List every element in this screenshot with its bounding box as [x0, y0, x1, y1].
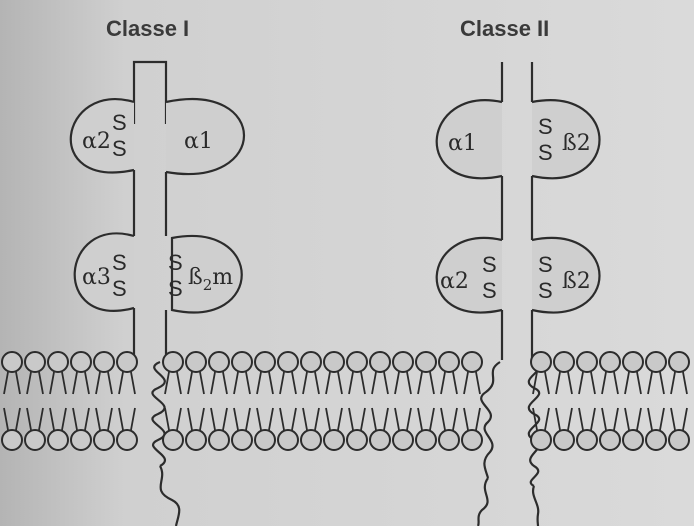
label-class2-alpha2: α2 — [440, 269, 469, 294]
lipid-head-lower — [646, 430, 666, 450]
label-class1-b2m-sub: 2 — [203, 276, 213, 294]
lipid-head-lower — [255, 430, 275, 450]
lipid-head-lower — [554, 430, 574, 450]
lipid-head-lower — [117, 430, 137, 450]
lipid-head-upper — [301, 352, 321, 372]
lipid-head-upper — [278, 352, 298, 372]
class1-ss-upper-2: S — [112, 136, 127, 161]
lipid-head-upper — [25, 352, 45, 372]
class2-ss-lower-left-1: S — [482, 252, 497, 277]
lipid-head-lower — [209, 430, 229, 450]
lipid-head-lower — [577, 430, 597, 450]
lipid-head-lower — [48, 430, 68, 450]
class2-ss-lower-left-2: S — [482, 278, 497, 303]
lipid-head-upper — [255, 352, 275, 372]
lipid-head-lower — [531, 430, 551, 450]
lipid-head-upper — [393, 352, 413, 372]
label-class1-b2m-end: m — [212, 265, 233, 290]
lipid-head-upper — [623, 352, 643, 372]
lipid-head-upper — [577, 352, 597, 372]
lipid-head-upper — [439, 352, 459, 372]
lipid-head-upper — [554, 352, 574, 372]
class2-ss-upper-1: S — [538, 114, 553, 139]
lipid-head-lower — [347, 430, 367, 450]
class2-ss-lower-right-1: S — [538, 252, 553, 277]
lipid-head-lower — [623, 430, 643, 450]
lipid-head-lower — [94, 430, 114, 450]
lipid-head-upper — [370, 352, 390, 372]
class1-ss-lower-left-1: S — [112, 250, 127, 275]
lipid-head-lower — [163, 430, 183, 450]
lipid-head-lower — [2, 430, 22, 450]
lipid-head-lower — [669, 430, 689, 450]
lipid-head-lower — [25, 430, 45, 450]
lipid-head-lower — [324, 430, 344, 450]
label-class2-beta1: ß2 — [562, 131, 591, 156]
class1-ss-lower-right-1: S — [168, 250, 183, 275]
lipid-head-lower — [439, 430, 459, 450]
lipid-head-lower — [186, 430, 206, 450]
lipid-head-lower — [462, 430, 482, 450]
lipid-head-upper — [94, 352, 114, 372]
lipid-head-upper — [416, 352, 436, 372]
class2-ss-lower-right-2: S — [538, 278, 553, 303]
lipid-head-upper — [163, 352, 183, 372]
lipid-head-lower — [416, 430, 436, 450]
title-class1: Classe I — [106, 16, 189, 41]
lipid-head-upper — [347, 352, 367, 372]
class1-ss-lower-right-2: S — [168, 276, 183, 301]
lipid-head-lower — [370, 430, 390, 450]
lipid-head-upper — [186, 352, 206, 372]
class2-ss-upper-2: S — [538, 140, 553, 165]
lipid-head-upper — [669, 352, 689, 372]
lipid-head-upper — [646, 352, 666, 372]
label-class1-alpha1: α1 — [184, 129, 213, 154]
label-class1-b2m-main: ß — [188, 265, 203, 290]
lipid-head-lower — [278, 430, 298, 450]
lipid-head-upper — [209, 352, 229, 372]
lipid-head-upper — [462, 352, 482, 372]
class1-ss-upper-1: S — [112, 110, 127, 135]
lipid-head-lower — [600, 430, 620, 450]
lipid-head-upper — [2, 352, 22, 372]
label-class2-alpha1: α1 — [448, 131, 477, 156]
lipid-head-upper — [48, 352, 68, 372]
title-class2: Classe II — [460, 16, 549, 41]
lipid-head-upper — [71, 352, 91, 372]
label-class2-beta2: ß2 — [562, 269, 591, 294]
lipid-head-lower — [393, 430, 413, 450]
label-class1-alpha2: α2 — [82, 129, 111, 154]
lipid-head-upper — [232, 352, 252, 372]
lipid-head-upper — [531, 352, 551, 372]
class1-ss-lower-left-2: S — [112, 276, 127, 301]
lipid-head-upper — [324, 352, 344, 372]
lipid-head-lower — [301, 430, 321, 450]
lipid-head-lower — [71, 430, 91, 450]
lipid-head-lower — [232, 430, 252, 450]
lipid-head-upper — [600, 352, 620, 372]
lipid-head-upper — [117, 352, 137, 372]
label-class1-alpha3: α3 — [82, 265, 111, 290]
